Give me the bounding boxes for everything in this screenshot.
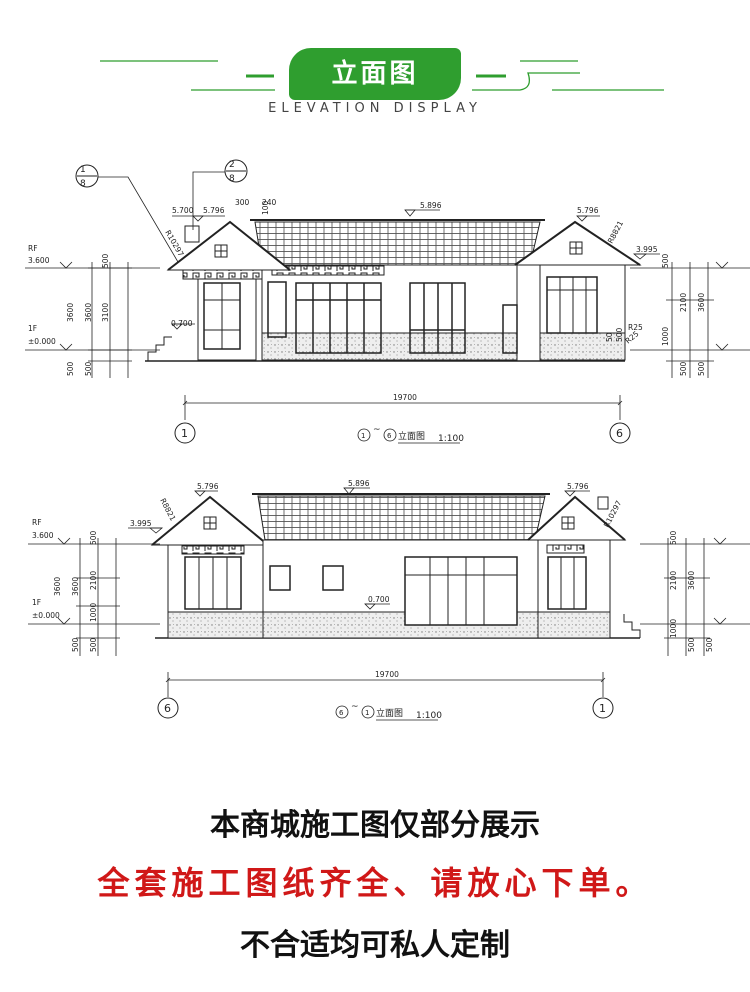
caption-2: 6 ~ 1 立面图 1:100	[335, 702, 442, 721]
dim-300: 300	[235, 198, 250, 207]
el-3995: 3.995	[636, 245, 658, 254]
footer-line-1: 本商城施工图仅部分展示	[210, 808, 540, 843]
page-subtitle: ELEVATION DISPLAY	[268, 101, 482, 116]
el2-3995: 3.995	[130, 519, 152, 528]
grid-axis-right: 6	[616, 427, 623, 440]
right-dim-500c: 500	[697, 361, 706, 376]
section-header: 立面图 ELEVATION DISPLAY	[0, 0, 750, 130]
dim-100: 100	[261, 200, 270, 215]
f1-label: 1F	[28, 324, 37, 333]
footer-line-2: 全套施工图纸齐全、请放心下单。	[97, 864, 653, 902]
el2-left-dim-500a: 500	[89, 530, 98, 545]
caption-2-end: 1	[365, 709, 369, 717]
title-badge: 立面图	[289, 48, 461, 100]
right-dim-50: 50	[605, 332, 614, 342]
el2-right-dim-500c: 500	[705, 637, 714, 652]
caption-1-start: 1	[361, 432, 365, 440]
callout-2-bottom: 8	[229, 174, 235, 184]
right-dim-500d: 500	[615, 327, 624, 342]
left-dim-500a: 500	[101, 253, 110, 268]
el2-5896: 5.896	[348, 479, 370, 488]
el2-right-dim-1000: 1000	[669, 619, 678, 638]
el2-grid-axis-right: 1	[599, 702, 606, 715]
left-dim-3600a: 3600	[66, 303, 75, 322]
right-dim-500b: 500	[679, 361, 688, 376]
caption-1-end: 6	[387, 432, 392, 440]
right-dim-2100: 2100	[679, 293, 688, 312]
el2-left-dim-1000: 1000	[89, 603, 98, 622]
el2-rf-elevation: 3.600	[32, 531, 54, 540]
right-dim-1000: 1000	[661, 327, 670, 346]
caption-2-tilde: ~	[351, 702, 359, 712]
dim-240: 240	[262, 198, 277, 207]
caption-2-start: 6	[339, 709, 344, 717]
el-5896: 5.896	[420, 201, 442, 210]
el-5700: 5.700	[172, 206, 194, 215]
el-0700: 0.700	[171, 319, 193, 328]
right-dim-3600: 3600	[697, 293, 706, 312]
r25-a: R25	[628, 323, 643, 332]
caption-2-scale: 1:100	[416, 711, 442, 721]
el2-right-dim-2100: 2100	[669, 571, 678, 590]
el2-el-0700: 0.700	[368, 595, 390, 604]
el2-right-dim-500b: 500	[687, 637, 696, 652]
el2-f1-elevation: ±0.000	[32, 611, 60, 620]
el2-left-dim-500c: 500	[89, 637, 98, 652]
rf-label: RF	[28, 244, 38, 253]
total-length: 19700	[393, 393, 417, 402]
caption-2-text: 立面图	[376, 707, 403, 719]
el2-5796-left: 5.796	[197, 482, 219, 491]
el2-left-dim-2100: 2100	[89, 571, 98, 590]
el2-right-dim-3600: 3600	[687, 571, 696, 590]
caption-1-text: 立面图	[398, 430, 425, 442]
el2-grid-axis-left: 6	[164, 702, 171, 715]
right-dim-500a: 500	[661, 253, 670, 268]
callout-1-bottom: 8	[80, 179, 86, 189]
left-dim-3100: 3100	[101, 303, 110, 322]
grid-axis-left: 1	[181, 427, 188, 440]
el2-rf-label: RF	[32, 518, 42, 527]
header-decoration-lines	[100, 60, 664, 91]
caption-1-tilde: ~	[373, 425, 381, 435]
el2-right-dim-500a: 500	[669, 530, 678, 545]
el2-5796-right: 5.796	[567, 482, 589, 491]
left-dim-500b: 500	[66, 361, 75, 376]
left-dim-3600b: 3600	[84, 303, 93, 322]
callout-2-top: 2	[229, 160, 235, 170]
el2-f1-label: 1F	[32, 598, 41, 607]
elevation-1	[25, 159, 750, 444]
caption-1-scale: 1:100	[438, 434, 464, 444]
footer-line-3: 不合适均可私人定制	[240, 928, 510, 963]
el2-radius-left: R8821	[158, 497, 177, 523]
f1-elevation: ±0.000	[28, 337, 56, 346]
radius-right: R8821	[606, 219, 625, 245]
left-dim-500c: 500	[84, 361, 93, 376]
caption-1: 1 ~ 6 立面图 1:100	[357, 425, 464, 444]
elevation-2	[28, 487, 750, 719]
el2-left-dim-3600b: 3600	[71, 577, 80, 596]
el2-left-dim-3600a: 3600	[53, 577, 62, 596]
el-5796-left: 5.796	[203, 206, 225, 215]
callout-1-top: 1	[80, 165, 86, 175]
el2-total-length: 19700	[375, 670, 399, 679]
el2-left-dim-500b: 500	[71, 637, 80, 652]
page-title: 立面图	[331, 59, 419, 89]
el-5796-right: 5.796	[577, 206, 599, 215]
rf-elevation: 3.600	[28, 256, 50, 265]
